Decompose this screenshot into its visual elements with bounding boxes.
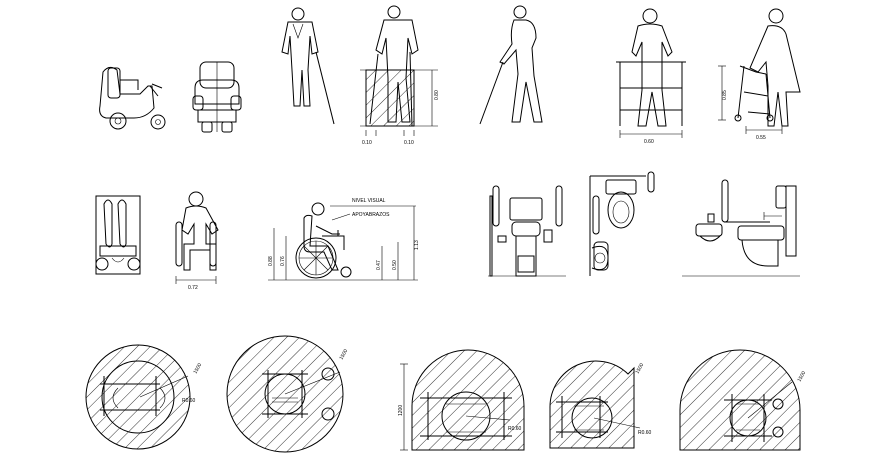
cane-right-dim: 0.10 <box>404 140 414 146</box>
walker-height-dim: 0.85 <box>722 90 728 100</box>
scooter-front-icon <box>192 61 242 133</box>
turn-dim-4: 1500 <box>635 362 646 375</box>
turn-dim-1: 1500 <box>193 362 204 375</box>
rollator-depth-dim: 0.55 <box>756 135 766 141</box>
turning-circle-2: 1500 <box>226 335 350 453</box>
inner-dim-4: R0.60 <box>638 430 652 436</box>
walker-width-dim: 0.60 <box>644 139 654 145</box>
inner-dim-3: R0.60 <box>508 426 522 432</box>
person-walker-front-icon: 0.60 <box>616 8 686 145</box>
wc-dim-1: 0.88 <box>268 256 274 266</box>
urinal-grab-bar-elevation-icon <box>488 185 566 277</box>
turn-dim-3: 1200 <box>398 405 404 416</box>
turn-dim-5: 1500 <box>797 370 808 383</box>
scooter-side-icon <box>99 66 166 130</box>
wheelchair-side-dimension-icon: NIVEL VISUAL APOYABRAZOS 0.88 0.76 0.47 … <box>268 198 420 281</box>
cane-left-dim: 0.10 <box>362 140 372 146</box>
turning-circle-1: 1500 R0.60 <box>85 344 204 450</box>
wheelchair-width-dim: 0.72 <box>188 285 198 291</box>
wc-dim-2: 0.76 <box>280 256 286 266</box>
toilet-plan-icon <box>589 171 655 276</box>
wc-dim-total: 1.13 <box>414 240 420 250</box>
cane-height-dim: 0.80 <box>434 90 440 100</box>
turning-circle-4: R0.60 1500 <box>549 360 652 449</box>
person-walking-cane-icon <box>479 5 543 125</box>
inner-dim-1: R0.60 <box>182 398 196 404</box>
person-cane-dimension-icon: 0.80 0.10 0.10 <box>360 5 440 146</box>
wc-dim-4: 0.50 <box>392 260 398 270</box>
person-white-cane-icon <box>281 7 335 125</box>
nivel-visual-label: NIVEL VISUAL <box>352 198 386 204</box>
person-wheelchair-front-icon: 0.72 <box>175 191 219 291</box>
turning-circle-5: 1500 <box>679 349 808 451</box>
turn-dim-2: 1500 <box>339 348 350 361</box>
wheel-spokes <box>299 241 333 275</box>
person-rollator-side-icon: 0.85 0.55 <box>718 8 801 141</box>
turning-circle-3: R0.60 1200 <box>398 349 525 451</box>
stretcher-wheelchair-icon <box>95 195 141 275</box>
wc-dim-3: 0.47 <box>376 260 382 270</box>
apoyabrazos-label: APOYABRAZOS <box>352 212 390 218</box>
toilet-grab-bar-side-icon <box>682 179 800 277</box>
